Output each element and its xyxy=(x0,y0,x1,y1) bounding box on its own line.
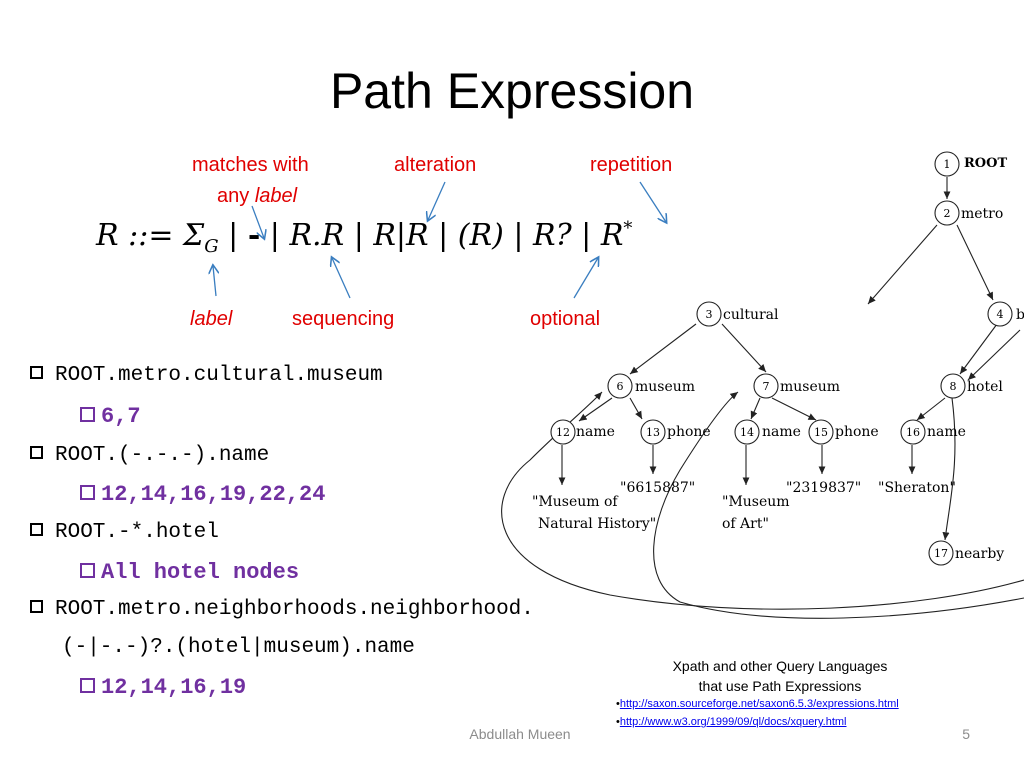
answer-item: All hotel nodes xyxy=(80,560,299,585)
answer-text: All hotel nodes xyxy=(101,560,300,585)
answer-item: 12,14,16,19,22,24 xyxy=(80,482,325,507)
annotation-alteration: alteration xyxy=(394,154,477,176)
bullet-text: ROOT.metro.neighborhoods.neighborhood. xyxy=(55,598,534,621)
checkbox-bullet-icon xyxy=(80,563,95,578)
tree-node-label: museum xyxy=(635,379,695,395)
tree-node-label: name xyxy=(762,424,801,440)
tree-node-label: name xyxy=(576,424,615,440)
xpath-note-line2: that use Path Expressions xyxy=(698,678,862,694)
checkbox-bullet-icon xyxy=(30,523,43,536)
formula-dash: - xyxy=(247,218,261,253)
formula-sep: | xyxy=(218,218,248,253)
xpath-note: Xpath and other Query Languages that use… xyxy=(600,656,960,696)
tree-node-label: nearby xyxy=(955,546,1004,562)
formula-superscript: * xyxy=(623,218,633,239)
formula-lhs: R ::= Σ xyxy=(96,218,205,253)
checkbox-bullet-icon xyxy=(80,485,95,500)
checkbox-bullet-icon xyxy=(80,407,95,422)
tree-node-id: 12 xyxy=(556,426,570,439)
formula-rest: | R.R | R|R | (R) | R? | R xyxy=(260,218,624,253)
checkbox-bullet-icon xyxy=(30,600,43,613)
page-title: Path Expression xyxy=(329,63,695,119)
bullet-item: ROOT.metro.neighborhoods.neighborhood. xyxy=(30,598,534,621)
grammar-formula: R ::= ΣG | - | R.R | R|R | (R) | R? | R* xyxy=(96,218,632,257)
checkbox-bullet-icon xyxy=(30,366,43,379)
tree-node-id: 7 xyxy=(763,380,770,393)
tree-node-id: 15 xyxy=(814,426,828,439)
arrow-optional xyxy=(573,258,598,299)
arrow-sequencing xyxy=(332,258,351,299)
footer-author: Abdullah Mueen xyxy=(469,726,571,742)
tree-value: "Museum of xyxy=(532,494,619,510)
tree-node-label: name xyxy=(927,424,966,440)
tree-node-id: 17 xyxy=(934,547,948,560)
tree-node-id: 1 xyxy=(944,158,951,171)
answer-item: 12,14,16,19 xyxy=(80,675,246,700)
annotation-label-italic: label xyxy=(254,185,298,207)
tree-node-label: b xyxy=(1016,307,1024,323)
bullet-item: ROOT.(-.-.-).name xyxy=(30,444,269,467)
tree-value: "Sheraton" xyxy=(878,480,956,496)
page-number: 5 xyxy=(962,726,970,742)
checkbox-bullet-icon xyxy=(30,446,43,459)
answer-text: 6,7 xyxy=(101,404,141,429)
annotation-repetition: repetition xyxy=(590,154,673,176)
tree-node-id: 3 xyxy=(706,308,713,321)
tree-node-label: cultural xyxy=(723,307,779,323)
annotation-optional: optional xyxy=(530,308,601,330)
bullet-item: ROOT.metro.cultural.museum xyxy=(30,364,383,387)
tree-value: "Museum xyxy=(722,494,790,510)
tree-node-label: hotel xyxy=(967,379,1003,395)
tree-node-label: phone xyxy=(667,424,711,440)
arrow-alteration xyxy=(428,181,446,220)
tree-node-id: 2 xyxy=(944,207,951,220)
w3-xquery-link[interactable]: http://www.w3.org/1999/09/ql/docs/xquery… xyxy=(619,716,847,728)
answer-text: 12,14,16,19,22,24 xyxy=(101,482,326,507)
tree-node-id: 14 xyxy=(740,426,754,439)
tree-node-label: phone xyxy=(835,424,879,440)
bullet-text: ROOT.(-.-.-).name xyxy=(55,444,270,467)
arrow-matches xyxy=(251,205,264,238)
tree-node-id: 8 xyxy=(950,380,957,393)
tree-node-id: 4 xyxy=(997,308,1004,321)
link-bullet: • xyxy=(616,716,620,728)
arrow-repetition xyxy=(639,181,666,222)
tree-node-label: museum xyxy=(780,379,840,395)
answer-item: 6,7 xyxy=(80,404,141,429)
bullet-text: ROOT.-*.hotel xyxy=(55,521,219,544)
bullet-text: ROOT.metro.cultural.museum xyxy=(55,364,383,387)
tree-node-id: 16 xyxy=(906,426,920,439)
tree-value: Natural History" xyxy=(538,516,656,532)
xpath-note-line1: Xpath and other Query Languages xyxy=(672,658,888,674)
annotation-any: any xyxy=(217,185,250,207)
answer-text: 12,14,16,19 xyxy=(101,675,247,700)
reference-link-item: •http://www.w3.org/1999/09/ql/docs/xquer… xyxy=(616,716,847,728)
reference-link-item: •http://saxon.sourceforge.net/saxon6.5.3… xyxy=(616,698,899,710)
tree-value: "6615887" xyxy=(620,480,695,496)
tree-node-label: metro xyxy=(961,206,1003,222)
bullet-item: ROOT.-*.hotel xyxy=(30,521,219,544)
annotation-sequencing: sequencing xyxy=(292,308,395,330)
tree-node-id: 6 xyxy=(617,380,624,393)
tree-value: "2319837" xyxy=(786,480,861,496)
xml-tree-diagram: 1 2 3 4 6 7 8 12 13 14 15 16 17 ROOT met… xyxy=(501,151,1024,619)
saxon-expressions-link[interactable]: http://saxon.sourceforge.net/saxon6.5.3/… xyxy=(619,698,899,710)
arrow-label xyxy=(213,266,216,297)
link-bullet: • xyxy=(616,698,620,710)
annotation-any-label: any label xyxy=(217,185,297,208)
bullet-continuation: (-|-.-)?.(hotel|museum).name xyxy=(62,636,415,659)
tree-node-label: ROOT xyxy=(964,156,1007,171)
annotation-matches-with: matches with xyxy=(192,154,309,176)
formula-subscript: G xyxy=(204,236,219,257)
checkbox-bullet-icon xyxy=(80,678,95,693)
annotation-label: label xyxy=(190,308,233,330)
tree-value: of Art" xyxy=(722,516,769,532)
tree-node-id: 13 xyxy=(646,426,660,439)
